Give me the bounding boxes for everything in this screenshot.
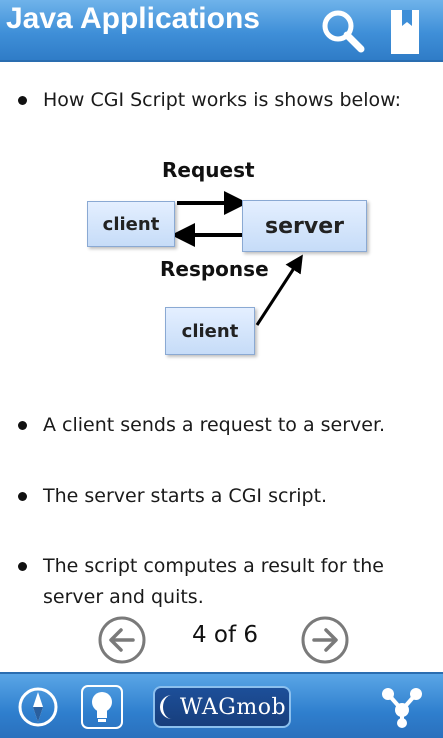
server-label: server xyxy=(265,213,344,239)
bullet-dot xyxy=(18,96,27,105)
share-icon xyxy=(382,688,422,728)
lightbulb-button[interactable] xyxy=(80,684,124,730)
client-bottom-label: client xyxy=(181,320,239,342)
next-page-button[interactable] xyxy=(300,615,350,665)
bookmark-icon xyxy=(391,10,419,54)
bullet-text: A client sends a request to a server. xyxy=(43,414,386,436)
client-box-top: client xyxy=(87,201,175,247)
wagmob-label: WAGmob xyxy=(179,694,287,720)
compass-button[interactable] xyxy=(17,686,59,728)
arrow-left-icon xyxy=(98,616,146,664)
bullet-text: server and quits. xyxy=(43,586,204,608)
client-box-bottom: client xyxy=(165,307,255,355)
prev-page-button[interactable] xyxy=(97,615,147,665)
page-title: Java Applications xyxy=(6,2,260,35)
header-bar: Java Applications xyxy=(0,0,443,62)
cgi-diagram: Request client server Response client xyxy=(0,150,443,365)
bullet-text: The script computes a result for the xyxy=(43,555,384,577)
share-button[interactable] xyxy=(380,684,424,730)
search-icon xyxy=(322,10,365,53)
server-box: server xyxy=(242,200,367,252)
bookmark-button[interactable] xyxy=(388,8,422,56)
wagmob-button[interactable]: WAGmob xyxy=(153,686,291,728)
footer-bar: WAGmob xyxy=(0,672,443,738)
bullet-text: How CGI Script works is shows below: xyxy=(43,89,402,111)
compass-icon xyxy=(18,687,58,727)
moon-logo-icon xyxy=(159,695,172,719)
bullet-dot xyxy=(18,421,27,430)
lightbulb-icon xyxy=(81,685,123,729)
bullet-dot xyxy=(18,492,27,501)
diagram-arrows xyxy=(171,191,303,326)
arrow-right-icon xyxy=(301,616,349,664)
client-top-label: client xyxy=(102,213,160,235)
bullet-dot xyxy=(18,562,27,571)
page-indicator: 4 of 6 xyxy=(191,622,259,648)
bullet-text: The server starts a CGI script. xyxy=(43,485,328,507)
response-label: Response xyxy=(160,257,269,281)
request-label: Request xyxy=(162,158,255,182)
search-button[interactable] xyxy=(320,8,366,54)
